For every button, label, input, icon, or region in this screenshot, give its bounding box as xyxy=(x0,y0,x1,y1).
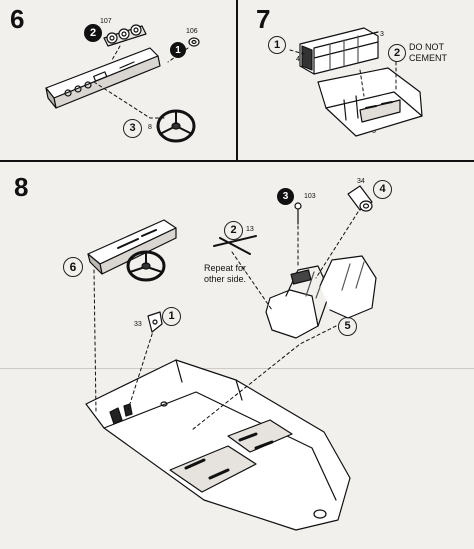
step6-gauge-pod-drawing xyxy=(103,24,147,47)
step6-callout-3: 3 xyxy=(123,119,142,138)
step6-knob-drawing xyxy=(188,37,200,47)
step6-steering-wheel-drawing xyxy=(156,109,196,143)
step8-floor-pan-drawing xyxy=(85,359,351,531)
step7-seat-assembly-drawing xyxy=(299,27,379,75)
step7-do-not: DO NOT xyxy=(409,42,444,52)
step8-seats-drawing xyxy=(265,255,377,339)
step8-repeat-line1: Repeat for xyxy=(204,263,247,273)
step8-part-34: 34 xyxy=(357,178,365,185)
step7-part-4: 4 xyxy=(296,56,300,63)
step8-part-13: 13 xyxy=(246,226,254,233)
step8-repeat-line2: other side. xyxy=(204,274,247,284)
step6-part-107: 107 xyxy=(100,18,112,25)
step8-clip-drawing xyxy=(147,311,163,333)
step8-dashboard-drawing xyxy=(87,219,177,282)
step7-part-5: 5 xyxy=(372,128,376,135)
step8-callout-4: 4 xyxy=(373,180,392,199)
step-6-number: 6 xyxy=(10,4,25,34)
step8-part-33: 33 xyxy=(134,321,142,328)
step6-part-8: 8 xyxy=(148,124,152,131)
step8-part-103: 103 xyxy=(304,193,316,200)
step8-callout-6: 6 xyxy=(63,257,83,277)
step7-floor-pan-drawing xyxy=(317,67,423,137)
step6-part-106: 106 xyxy=(186,28,198,35)
step6-callout-2: 2 xyxy=(84,24,102,42)
step-8-number: 8 xyxy=(14,172,29,202)
step8-callout-3: 3 xyxy=(277,188,294,205)
divider-vertical xyxy=(236,0,238,160)
step8-callout-2: 2 xyxy=(224,221,243,240)
step8-bracket-drawing xyxy=(213,235,257,255)
step6-dashboard-drawing xyxy=(45,47,161,109)
step7-part-3: 3 xyxy=(380,31,384,38)
divider-bottom-faint xyxy=(0,368,474,369)
step7-cement: CEMENT xyxy=(409,53,447,63)
step8-callout-1: 1 xyxy=(162,307,181,326)
step7-callout-1: 1 xyxy=(268,36,286,54)
step7-callout-2: 2 xyxy=(388,44,406,62)
step8-roll-drawing xyxy=(347,185,373,212)
step8-pin-drawing xyxy=(294,202,302,225)
step-7-number: 7 xyxy=(256,4,271,34)
divider-horizontal xyxy=(0,160,474,162)
